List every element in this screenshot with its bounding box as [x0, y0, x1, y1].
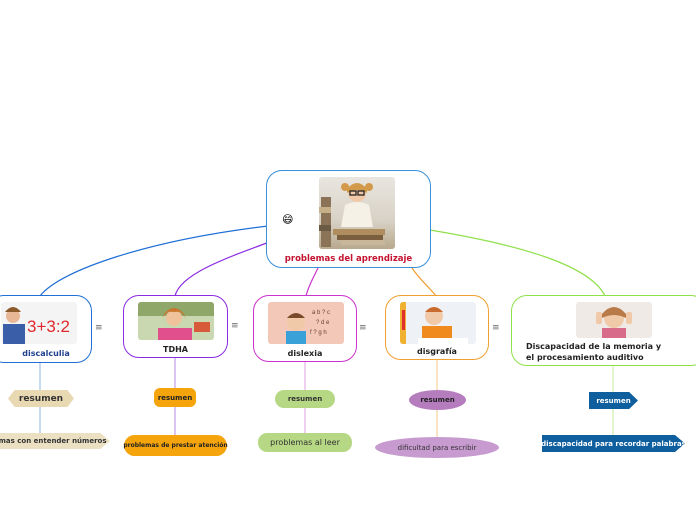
girl-covering-ears-icon	[596, 307, 632, 338]
node-tdha[interactable]: TDHA	[123, 295, 228, 358]
menu-icon[interactable]: ≡	[231, 321, 239, 331]
disgrafia-image	[400, 302, 476, 344]
discalculia-resumen[interactable]: resumen	[8, 390, 74, 407]
memoria-image	[576, 302, 652, 338]
girl-with-books-icon	[319, 183, 385, 247]
dislexia-title: dislexia	[287, 349, 323, 358]
tdha-title: TDHA	[163, 345, 188, 354]
girl-in-classroom-icon	[138, 302, 214, 340]
svg-text:3+3:2: 3+3:2	[27, 317, 70, 336]
discalculia-detail[interactable]: lemas con entender números	[0, 433, 110, 449]
tdha-resumen[interactable]: resumen	[154, 388, 196, 407]
discalculia-title: discalculia	[22, 349, 70, 358]
central-topic-node[interactable]: 😄 problemas del aprendizaje	[266, 170, 431, 268]
dislexia-image: a b ? c ? d e f ? g h	[268, 302, 344, 344]
boy-with-numbers-icon: 3+3:2	[3, 307, 70, 344]
svg-text:? d e: ? d e	[316, 320, 330, 326]
central-topic-title: problemas del aprendizaje	[284, 254, 413, 264]
central-image	[319, 177, 395, 249]
svg-text:a b ? c: a b ? c	[312, 310, 330, 316]
dislexia-detail[interactable]: problemas al leer	[258, 433, 352, 452]
svg-text:f ? g h: f ? g h	[310, 330, 327, 336]
dislexia-resumen[interactable]: resumen	[275, 390, 335, 408]
node-disgrafia[interactable]: disgrafía	[385, 295, 489, 360]
tdha-detail[interactable]: problemas de prestar atención	[123, 435, 228, 456]
tdha-image	[138, 302, 214, 340]
connector-tdha	[174, 239, 276, 297]
connector-disgrafia	[411, 267, 437, 297]
discalculia-image: 3+3:2	[1, 302, 77, 344]
smiley-icon: 😄	[282, 213, 294, 226]
menu-icon[interactable]: ≡	[359, 323, 367, 333]
node-dislexia[interactable]: a b ? c ? d e f ? g h dislexia	[253, 295, 357, 362]
connector-memoria	[429, 229, 606, 297]
disgrafia-title: disgrafía	[417, 347, 457, 356]
memoria-title: Discapacidad de la memoria y el procesam…	[526, 342, 662, 362]
memoria-resumen[interactable]: resumen	[589, 392, 638, 409]
disgrafia-detail[interactable]: dificultad para escribir	[375, 437, 499, 458]
memoria-detail[interactable]: discapacidad para recordar palabras	[542, 435, 685, 452]
node-discalculia[interactable]: 3+3:2 discalculia	[0, 295, 92, 363]
boy-writing-icon	[400, 302, 468, 344]
connector-dislexia	[305, 267, 319, 297]
menu-icon[interactable]: ≡	[95, 323, 103, 333]
menu-icon[interactable]: ≡	[492, 323, 500, 333]
connector-discalculia	[39, 225, 269, 297]
disgrafia-resumen[interactable]: resumen	[409, 390, 466, 410]
node-memoria[interactable]: Discapacidad de la memoria y el procesam…	[511, 295, 696, 366]
confused-boy-icon: a b ? c ? d e f ? g h	[286, 310, 330, 344]
